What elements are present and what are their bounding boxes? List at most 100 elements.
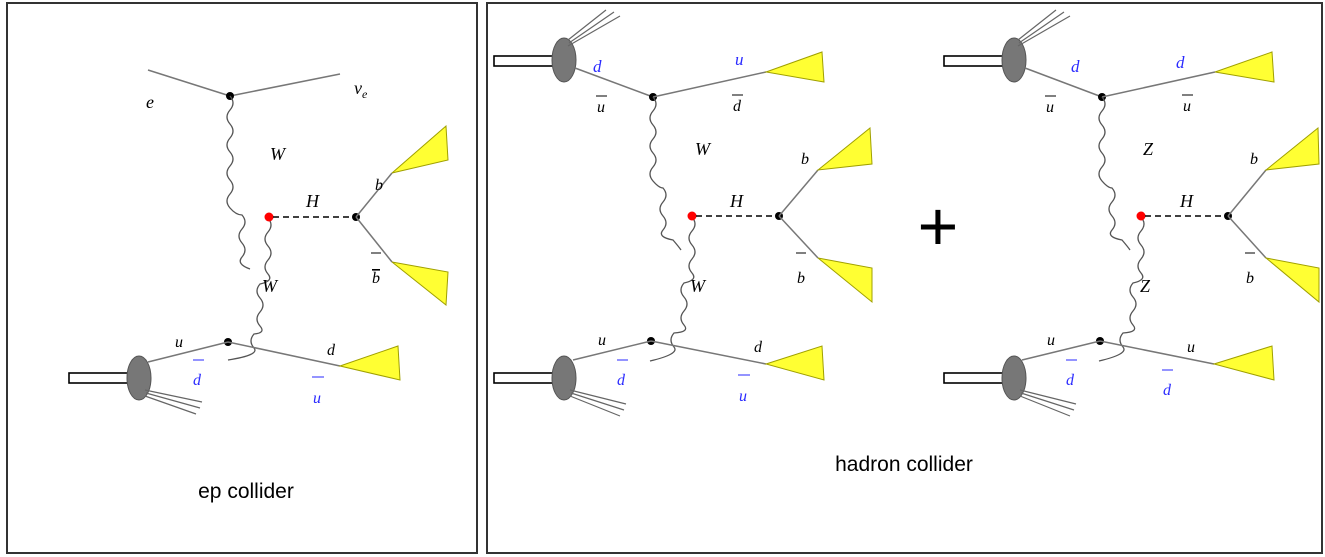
proton-beam-top (493, 55, 558, 67)
label-higgs: H (1179, 191, 1194, 211)
ep-panel-frame (6, 2, 478, 554)
hadron-panel-frame (486, 2, 1323, 554)
proton-remnant-blob-top (1001, 37, 1027, 83)
proton-remnant-spray-top (1017, 9, 1071, 47)
z-boson-top-line (1098, 96, 1131, 251)
label-higgs: H (729, 191, 744, 211)
higgs-vertex (687, 211, 697, 221)
quark-out-line-top (1101, 71, 1216, 98)
proton-remnant-blob-top (551, 37, 577, 83)
bbar-jet (391, 261, 449, 306)
label-ubar-out-bottom: u (739, 388, 747, 405)
label-b: b (1250, 151, 1258, 168)
neutrino-out-line (229, 73, 341, 97)
higgs-vertex (1136, 211, 1146, 221)
quark-in-line-bottom (1021, 340, 1101, 361)
label-ubar-in-top: u (597, 99, 605, 116)
ww-fusion-diagram: d u u d W H W b b u d d u (493, 9, 873, 417)
label-ubar-in-top: u (1046, 99, 1054, 116)
label-nu: νe (354, 78, 368, 101)
b-line (1227, 169, 1267, 217)
higgs-vertex (264, 212, 274, 222)
label-w-bottom: W (690, 276, 707, 296)
b-jet (1264, 126, 1320, 171)
quark-out-line (227, 341, 341, 367)
quark-in-line (147, 341, 229, 363)
ep-caption: ep collider (198, 480, 294, 503)
label-z-bottom: Z (1140, 276, 1151, 296)
label-w-bottom: W (262, 276, 279, 296)
label-d-out-top: d (1176, 53, 1185, 72)
label-bbar: b (372, 270, 380, 287)
b-jet (816, 126, 873, 171)
w-boson-bottom-line (649, 216, 696, 362)
label-u-in-bottom: u (598, 332, 606, 349)
label-dbar-out-bottom: d (1163, 382, 1172, 399)
w-boson-top-line (649, 96, 682, 251)
label-ubar-out: u (313, 390, 321, 407)
b-line (355, 172, 393, 218)
top-jet (1214, 51, 1275, 83)
quark-out-line-bottom (1099, 340, 1215, 365)
proton-remnant-blob-bottom (551, 355, 577, 401)
label-d-out-bottom: d (754, 339, 763, 356)
label-dbar-in-bottom: d (1066, 372, 1075, 389)
label-w-top: W (695, 139, 712, 159)
quark-in-line-top (1024, 67, 1103, 98)
quark-out-line-top (652, 71, 767, 98)
label-bbar: b (797, 270, 805, 287)
w-boson-top-line (226, 95, 251, 270)
label-higgs: H (305, 191, 320, 211)
proton-beam-bottom (943, 372, 1008, 384)
hadron-collider-panel: d u u d W H W b b u d d u + (486, 2, 1323, 554)
label-bbar: b (1246, 270, 1254, 287)
label-dbar-out-top: d (733, 98, 742, 115)
bbar-line (778, 215, 819, 259)
proton-beam-bottom (493, 372, 558, 384)
proton-remnant-spray-bottom (1019, 389, 1077, 417)
zz-fusion-diagram: d u d u Z H Z b b u d u d (943, 9, 1320, 417)
bbar-jet (817, 257, 873, 304)
plus-sign: + (918, 187, 959, 265)
z-boson-bottom-line (1098, 216, 1145, 362)
proton-beam-top (943, 55, 1008, 67)
b-jet (391, 124, 449, 174)
label-b: b (375, 177, 383, 194)
d-jet (338, 345, 401, 381)
top-jet (764, 51, 825, 83)
w-boson-bottom-line (227, 217, 272, 361)
label-dbar-in-bottom: d (617, 372, 626, 389)
b-line (778, 169, 819, 217)
proton-beam (68, 372, 133, 384)
proton-remnant-blob (126, 355, 152, 401)
bbar-jet (1264, 257, 1320, 304)
proton-remnant-blob-bottom (1001, 355, 1027, 401)
ep-collider-panel: e νe W H W b b u d d u ep collider (6, 2, 478, 554)
label-u-in: u (175, 334, 183, 351)
bbar-line (1227, 215, 1267, 259)
label-d-in-top: d (593, 57, 602, 76)
label-u-out-top: u (735, 50, 744, 69)
quark-in-line-top (574, 67, 654, 98)
bottom-jet (1212, 345, 1275, 381)
label-u-in-bottom: u (1047, 332, 1055, 349)
bbar-line (355, 216, 393, 263)
proton-remnant-spray-top (567, 9, 621, 47)
proton-remnant-spray (144, 389, 203, 415)
label-w-top: W (270, 144, 287, 164)
label-e: e (146, 92, 154, 112)
label-u-out-bottom: u (1187, 339, 1195, 356)
label-d-out: d (327, 342, 336, 359)
electron-in-line (147, 69, 231, 97)
quark-in-line-bottom (572, 340, 652, 361)
label-ubar-out-top: u (1183, 98, 1191, 115)
proton-remnant-spray-bottom (569, 389, 627, 417)
quark-out-line-bottom (650, 340, 767, 365)
label-b: b (801, 151, 809, 168)
label-z-top: Z (1143, 139, 1154, 159)
bottom-jet (764, 345, 825, 381)
hadron-caption: hadron collider (835, 453, 973, 476)
label-dbar-in: d (193, 372, 202, 389)
label-d-in-top: d (1071, 57, 1080, 76)
